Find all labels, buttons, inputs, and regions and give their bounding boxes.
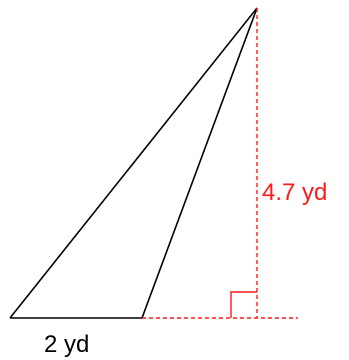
- triangle-left-side: [9, 7, 258, 319]
- base-label: 2 yd: [44, 331, 89, 358]
- right-angle-marker: [230, 291, 257, 318]
- height-label: 4.7 yd: [262, 179, 327, 206]
- triangle-right-side: [141, 7, 258, 319]
